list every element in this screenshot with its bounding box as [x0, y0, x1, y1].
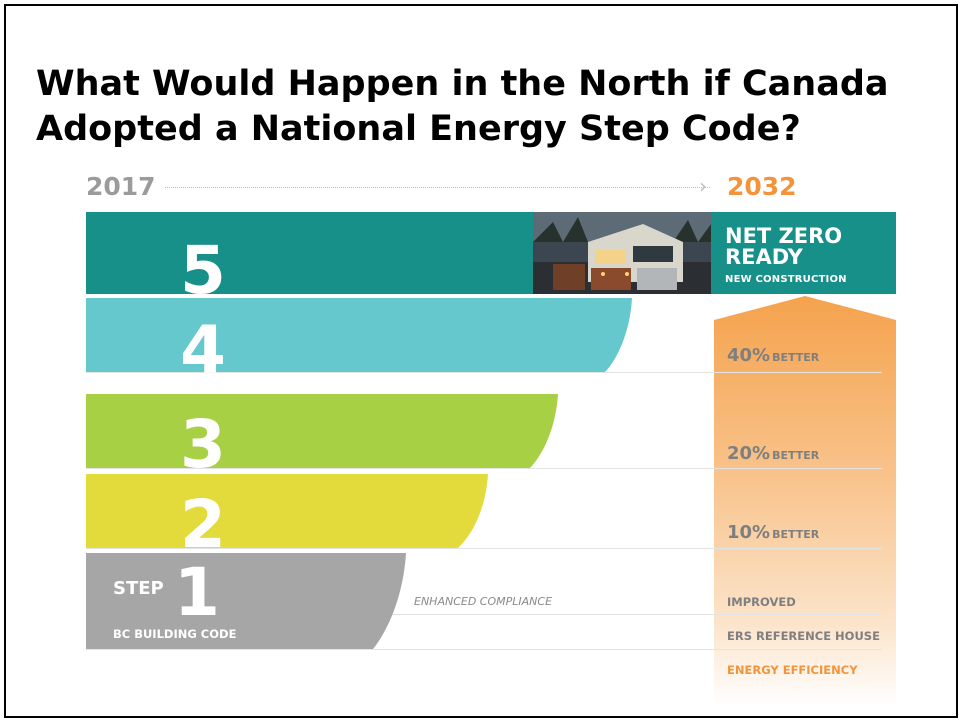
step-4-percent: 40% — [727, 345, 771, 366]
net-zero-ready-label: NET ZERO READY NEW CONSTRUCTION — [725, 226, 847, 287]
efficiency-arrow-panel — [714, 296, 896, 706]
slide-title-line-2: Adopted a National Energy Step Code? — [36, 109, 801, 149]
row-divider — [86, 649, 882, 650]
new-construction-label: NEW CONSTRUCTION — [725, 274, 847, 285]
timeline-dotted-line — [165, 187, 710, 188]
step-1-bar — [86, 553, 406, 649]
timeline-arrow-icon: › — [699, 174, 707, 198]
net-zero-heading-line-2: READY — [725, 245, 803, 269]
bc-building-code-label: BC BUILDING CODE — [113, 627, 237, 641]
step-4-bar — [86, 298, 632, 372]
legend-ers-reference-house: ERS REFERENCE HOUSE — [727, 629, 880, 643]
enhanced-compliance-label: ENHANCED COMPLIANCE — [414, 595, 553, 608]
step-2-number: 2 — [180, 486, 226, 563]
step-5-number: 5 — [180, 232, 226, 309]
row-divider — [86, 548, 882, 549]
timeline-end-year: 2032 — [727, 172, 797, 201]
slide-title: What Would Happen in the North if Canada… — [36, 62, 916, 152]
step-3-better: BETTER — [772, 449, 820, 462]
step-2-percent: 10% — [727, 522, 771, 543]
slide-title-line-1: What Would Happen in the North if Canada — [36, 64, 889, 104]
row-divider — [86, 468, 882, 469]
step-4-number: 4 — [180, 312, 226, 389]
step-1-number: 1 — [174, 554, 220, 631]
net-zero-heading-line-1: NET ZERO — [725, 224, 843, 248]
step-3-percent: 20% — [727, 443, 771, 464]
step-2-better: BETTER — [772, 528, 820, 541]
timeline-start-year: 2017 — [86, 172, 156, 201]
row-divider — [86, 614, 882, 615]
step-3-bar — [86, 394, 558, 468]
step-2-bar — [86, 474, 488, 548]
row-divider — [86, 372, 882, 373]
step-4-better: BETTER — [772, 351, 820, 364]
step-4-improvement: 40%BETTER — [727, 345, 819, 366]
legend-energy-efficiency: ENERGY EFFICIENCY — [727, 663, 858, 677]
step-3-number: 3 — [180, 406, 226, 483]
legend-improved: IMPROVED — [727, 595, 796, 609]
step-2-improvement: 10%BETTER — [727, 522, 819, 543]
step-word-label: STEP — [113, 578, 164, 599]
house-photo — [533, 212, 711, 294]
step-3-improvement: 20%BETTER — [727, 443, 819, 464]
step-5-bar — [86, 212, 896, 294]
